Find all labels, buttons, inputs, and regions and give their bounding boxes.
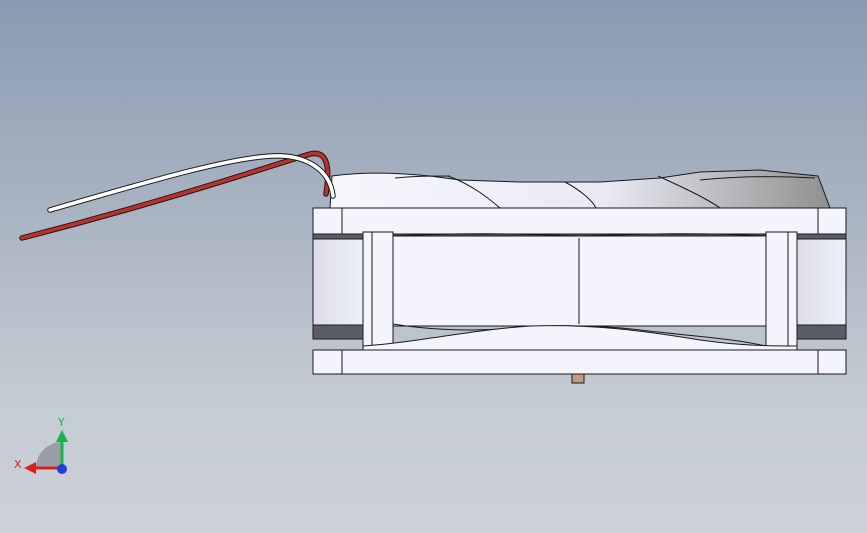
orientation-triad[interactable]: Y X xyxy=(14,416,68,474)
x-axis-label: X xyxy=(14,458,22,471)
y-axis-label: Y xyxy=(57,416,65,429)
x-axis-arrow xyxy=(24,462,36,474)
triad-plane-quadrant xyxy=(36,442,62,468)
top-flange xyxy=(312,207,847,235)
wire-bundle[interactable] xyxy=(19,150,336,241)
z-axis-dot xyxy=(57,464,67,474)
left-post xyxy=(362,231,394,347)
shaft-stub xyxy=(571,373,585,384)
y-axis-arrow xyxy=(56,430,68,442)
lower-shadow-band-right xyxy=(796,324,847,340)
fan-model[interactable] xyxy=(312,169,847,384)
bottom-flange xyxy=(312,349,847,375)
lower-shadow-band-left xyxy=(312,324,364,340)
left-housing-wall xyxy=(312,238,364,326)
right-post xyxy=(765,231,798,347)
fan-blades xyxy=(329,169,831,209)
right-housing-wall xyxy=(796,238,847,326)
lower-hub-contour xyxy=(362,325,798,351)
white-wire xyxy=(47,153,336,213)
